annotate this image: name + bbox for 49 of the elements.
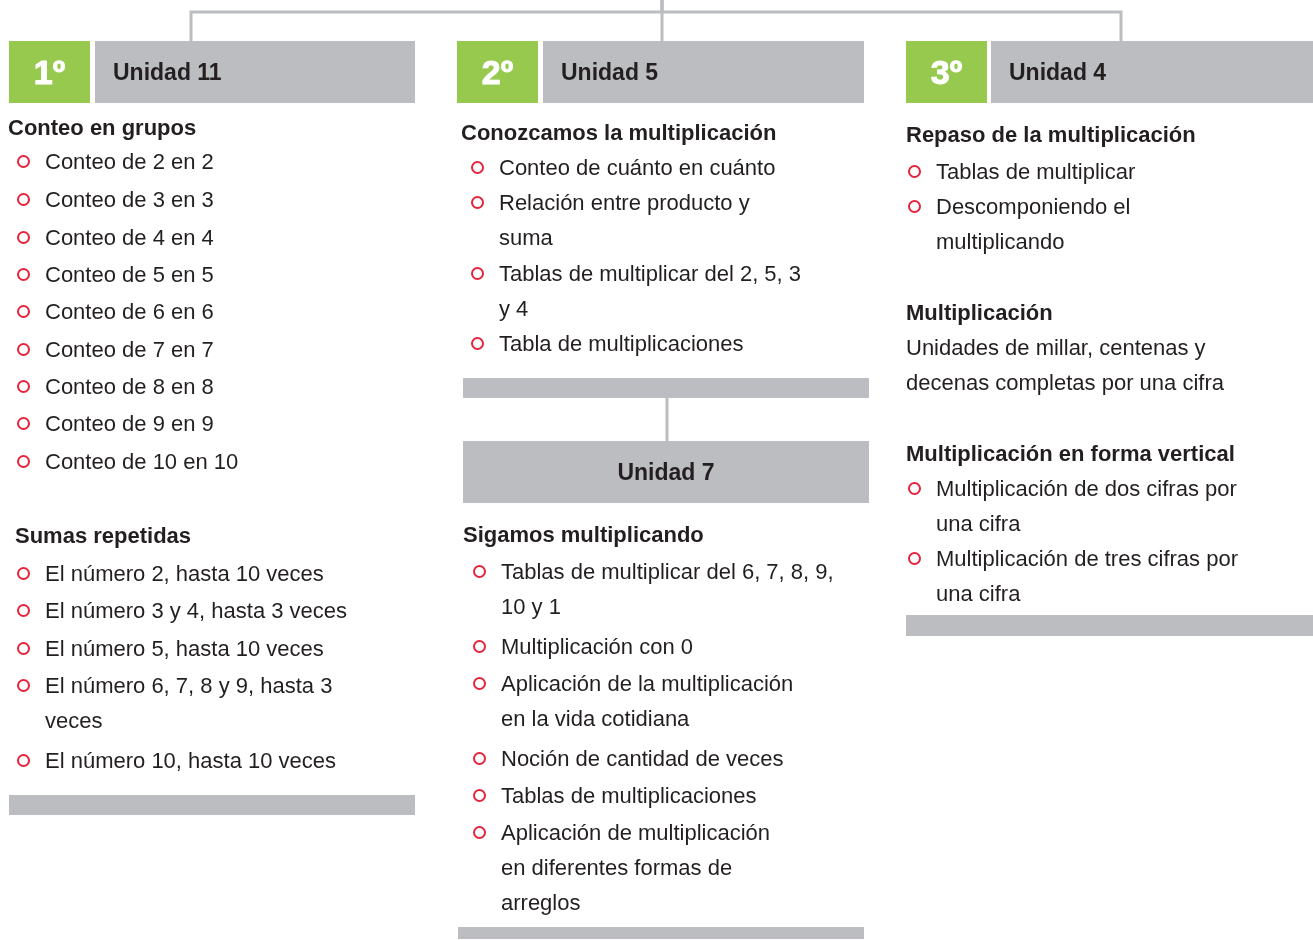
list-item: Tablas de multiplicaciones [501,782,758,810]
unit-header: Unidad 7 [463,441,869,503]
connector-line [665,398,669,441]
section-heading: Sigamos multiplicando [463,521,705,549]
list-item: El número 3 y 4, hasta 3 veces [45,597,349,625]
list-item: Tabla de multiplicaciones [499,330,745,358]
list-item: Aplicación de multiplicación en diferentes formas de arreglos [501,819,772,917]
list-item: Descomponiendo el multiplicando [936,193,1132,256]
list-item: Conteo de 9 en 9 [45,410,215,438]
list-item: Conteo de 2 en 2 [45,148,215,176]
divider-bar [906,615,1313,636]
description-text: Unidades de millar, centenas y decenas completas por una cifra [906,334,1225,397]
list-item: Conteo de 8 en 8 [45,373,215,401]
divider-bar [458,927,864,939]
section-heading: Repaso de la multiplicación [906,121,1197,149]
list-item: Conteo de 7 en 7 [45,336,215,364]
list-item: Conteo de 6 en 6 [45,298,215,326]
section-heading: Multiplicación en forma vertical [906,440,1236,468]
list-item: Conteo de 3 en 3 [45,186,215,214]
list-item: Conteo de 4 en 4 [45,224,215,252]
list-item: Tablas de multiplicar del 2, 5, 3 y 4 [499,260,803,323]
list-item: El número 10, hasta 10 veces [45,747,338,775]
unit-header: Unidad 11 [95,41,415,103]
unit-header: Unidad 5 [543,41,864,103]
list-item: Multiplicación de dos cifras por una cifra [936,475,1238,538]
section-heading: Sumas repetidas [15,522,193,550]
grade-badge: 2º [457,41,538,103]
list-item: El número 6, 7, 8 y 9, hasta 3 veces [45,672,334,735]
list-item: Noción de cantidad de veces [501,745,785,773]
list-item: Relación entre producto y suma [499,189,751,252]
list-item: Tablas de multiplicar del 6, 7, 8, 9, 10 y 1 [501,558,835,621]
list-item: Aplicación de la multiplicación en la vida cotidiana [501,670,795,733]
list-item: El número 2, hasta 10 veces [45,560,325,588]
section-heading: Conteo en grupos [8,114,198,142]
grade-badge: 1º [9,41,90,103]
list-item: Tablas de multiplicar [936,158,1137,186]
connector-line [660,0,1123,41]
unit-header: Unidad 4 [991,41,1313,103]
divider-bar [9,795,415,815]
list-item: El número 5, hasta 10 veces [45,635,325,663]
list-item: Multiplicación con 0 [501,633,694,661]
list-item: Multiplicación de tres cifras por una cifra [936,545,1239,608]
list-item: Conteo de 10 en 10 [45,448,240,476]
list-item: Conteo de 5 en 5 [45,261,215,289]
grade-badge: 3º [906,41,987,103]
divider-bar [463,378,869,398]
section-heading: Conozcamos la multiplicación [461,119,778,147]
list-item: Conteo de cuánto en cuánto [499,154,777,182]
section-heading: Multiplicación [906,299,1054,327]
